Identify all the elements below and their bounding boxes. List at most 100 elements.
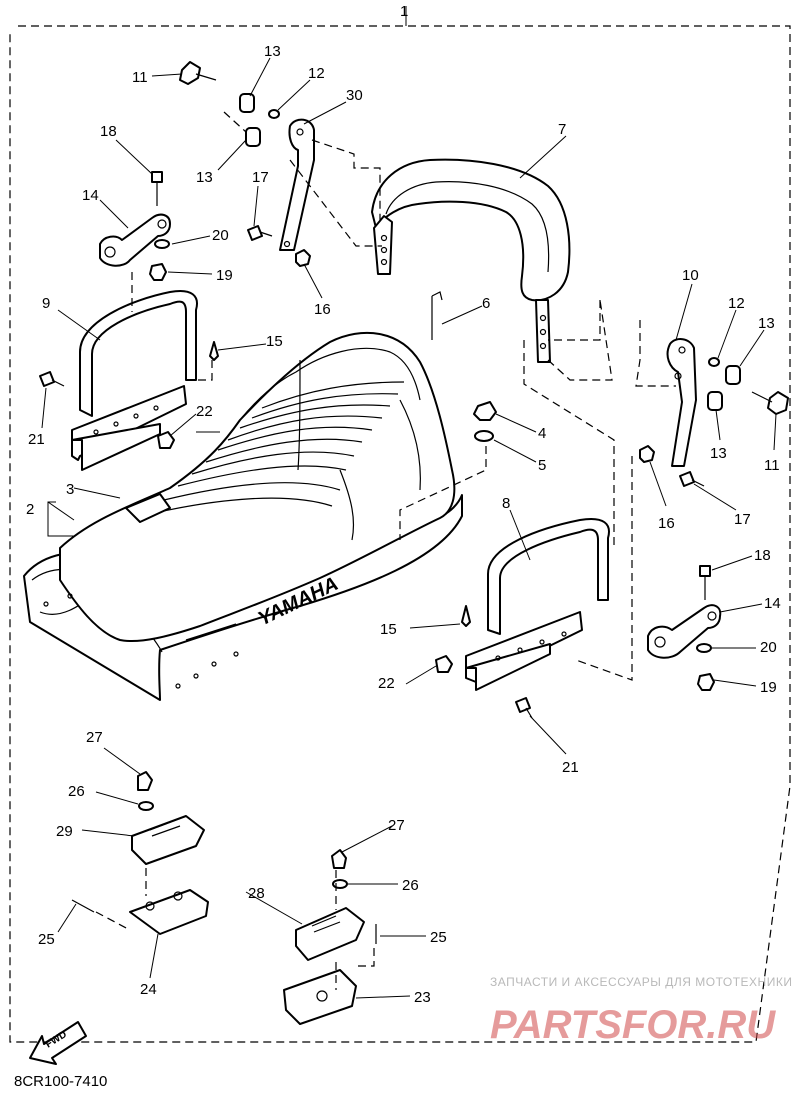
label-15b: 15 bbox=[380, 621, 397, 638]
bracket-24 bbox=[129, 889, 209, 935]
label-13a: 13 bbox=[264, 43, 281, 60]
lower-brackets bbox=[71, 771, 377, 1025]
backrest bbox=[371, 158, 571, 363]
label-3: 3 bbox=[66, 481, 74, 498]
label-20b: 20 bbox=[760, 639, 777, 656]
part-number-labels: 11 13 12 30 13 18 17 14 20 19 16 9 15 21… bbox=[26, 43, 781, 1006]
label-18b: 18 bbox=[754, 547, 771, 564]
bracket-23 bbox=[283, 969, 357, 1025]
knob-bolt-right bbox=[767, 391, 789, 415]
nut-16b bbox=[639, 445, 655, 463]
hardware bbox=[39, 61, 789, 719]
label-25a: 25 bbox=[38, 931, 55, 948]
pillow-holder-right bbox=[647, 604, 722, 659]
bolt-17b bbox=[679, 471, 695, 487]
rivet-15b bbox=[461, 605, 471, 627]
damper-28 bbox=[295, 907, 365, 961]
bolt-21b bbox=[515, 697, 531, 713]
label-13c: 13 bbox=[758, 315, 775, 332]
pin-6 bbox=[431, 291, 443, 340]
label-8: 8 bbox=[502, 495, 510, 512]
fwd-arrow: FWD bbox=[29, 1021, 87, 1065]
label-25b: 25 bbox=[430, 929, 447, 946]
washer-12b bbox=[708, 357, 720, 367]
label-9: 9 bbox=[42, 295, 50, 312]
figure-code: 8CR100-7410 bbox=[14, 1073, 107, 1090]
label-11a: 11 bbox=[132, 69, 148, 86]
label-15a: 15 bbox=[266, 333, 283, 350]
label-21a: 21 bbox=[28, 431, 45, 448]
label-17b: 17 bbox=[734, 511, 751, 528]
label-10: 10 bbox=[682, 267, 699, 284]
seat: YAMAHA bbox=[23, 331, 463, 701]
pillow-holder-left bbox=[99, 213, 171, 267]
label-2: 2 bbox=[26, 501, 34, 518]
label-19a: 19 bbox=[216, 267, 233, 284]
backrest-bracket-left bbox=[373, 215, 393, 275]
watermark-site: PARTSFOR.RU bbox=[490, 1003, 776, 1047]
label-28: 28 bbox=[248, 885, 265, 902]
washer-12a bbox=[268, 109, 280, 119]
label-1: 1 bbox=[400, 3, 408, 20]
label-27b: 27 bbox=[388, 817, 405, 834]
rivet-15a bbox=[209, 341, 219, 361]
collar-13b bbox=[245, 127, 261, 147]
grab-bar-left bbox=[71, 290, 198, 471]
seat-mount-holes bbox=[43, 593, 239, 689]
assembly-lines bbox=[95, 111, 676, 990]
label-20a: 20 bbox=[212, 227, 229, 244]
label-14b: 14 bbox=[764, 595, 781, 612]
nut-27b bbox=[331, 849, 347, 869]
label-13b: 13 bbox=[196, 169, 213, 186]
backrest-stay-left bbox=[279, 118, 315, 251]
nut-16a bbox=[295, 249, 311, 267]
label-16b: 16 bbox=[658, 515, 675, 532]
grab-bar-right bbox=[465, 518, 610, 691]
nut-4 bbox=[473, 401, 497, 421]
collar-13c bbox=[725, 365, 741, 385]
seat-cover-tab bbox=[125, 493, 171, 523]
nut-22b bbox=[435, 655, 453, 673]
backrest-bracket-right bbox=[535, 299, 551, 363]
label-23: 23 bbox=[414, 989, 431, 1006]
label-7: 7 bbox=[558, 121, 566, 138]
label-18a: 18 bbox=[100, 123, 117, 140]
label-26b: 26 bbox=[402, 877, 419, 894]
label-6: 6 bbox=[482, 295, 490, 312]
washer-20b bbox=[696, 643, 712, 653]
label-16a: 16 bbox=[314, 301, 331, 318]
label-11b: 11 bbox=[764, 457, 780, 474]
label-13d: 13 bbox=[710, 445, 727, 462]
nut-19b bbox=[697, 673, 715, 691]
label-14a: 14 bbox=[82, 187, 99, 204]
label-21b: 21 bbox=[562, 759, 579, 776]
watermark-tagline: ЗАПЧАСТИ И АКСЕССУАРЫ ДЛЯ МОТОТЕХНИКИ bbox=[490, 975, 792, 989]
label-12b: 12 bbox=[728, 295, 745, 312]
bolt-18b bbox=[699, 565, 711, 577]
label-26a: 26 bbox=[68, 783, 85, 800]
collar-13d bbox=[707, 391, 723, 411]
label-30: 30 bbox=[346, 87, 363, 104]
damper-29 bbox=[131, 815, 205, 865]
bolt-18a bbox=[151, 171, 163, 183]
nut-19a bbox=[149, 263, 167, 281]
label-4: 4 bbox=[538, 425, 546, 442]
washer-26b bbox=[332, 879, 348, 889]
washer-5 bbox=[474, 430, 494, 442]
nut-27a bbox=[137, 771, 153, 791]
assembly-boundary bbox=[9, 6, 791, 1043]
label-29: 29 bbox=[56, 823, 73, 840]
label-5: 5 bbox=[538, 457, 546, 474]
label-19b: 19 bbox=[760, 679, 777, 696]
rivet-25a bbox=[71, 899, 95, 913]
washer-20a bbox=[154, 239, 170, 249]
collar-13a bbox=[239, 93, 255, 113]
bolt-17a bbox=[247, 225, 263, 241]
washer-26a bbox=[138, 801, 154, 811]
label-22b: 22 bbox=[378, 675, 395, 692]
leader-lines bbox=[41, 57, 777, 999]
backrest-stay-right bbox=[666, 338, 697, 467]
label-24: 24 bbox=[140, 981, 157, 998]
